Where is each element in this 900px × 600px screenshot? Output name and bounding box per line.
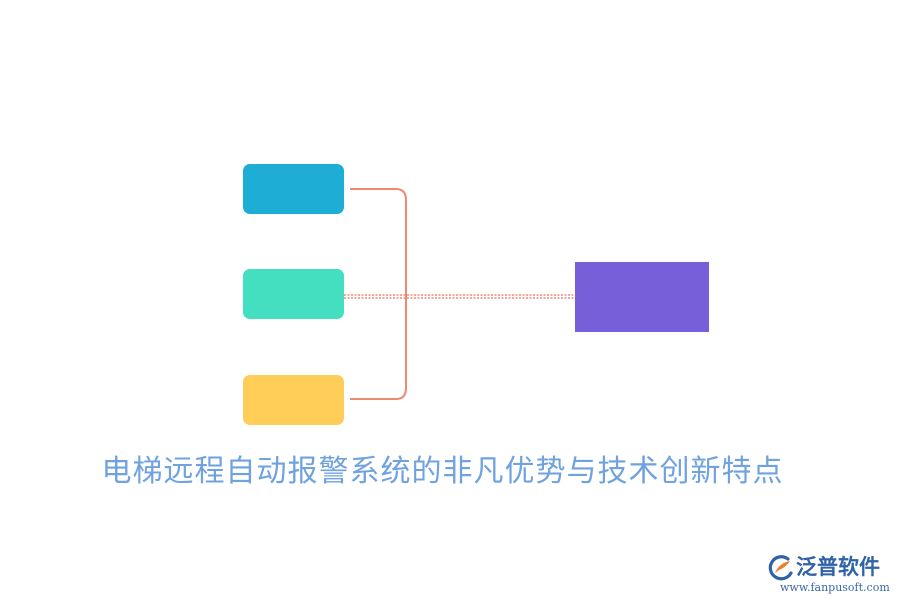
source-node-teal [243, 269, 344, 319]
diagram-title: 电梯远程自动报警系统的非凡优势与技术创新特点 [101, 454, 784, 489]
watermark-domain: www.fanpusoft.com [780, 581, 890, 594]
watermark: 泛普软件 www.fanpusoft.com [766, 552, 894, 596]
watermark-brand: 泛普软件 [796, 555, 880, 579]
target-node-purple [575, 262, 709, 332]
source-node-yellow [243, 375, 344, 425]
fanpu-logo-icon [768, 555, 793, 581]
bracket-connector [350, 188, 407, 400]
source-node-blue [243, 164, 344, 214]
